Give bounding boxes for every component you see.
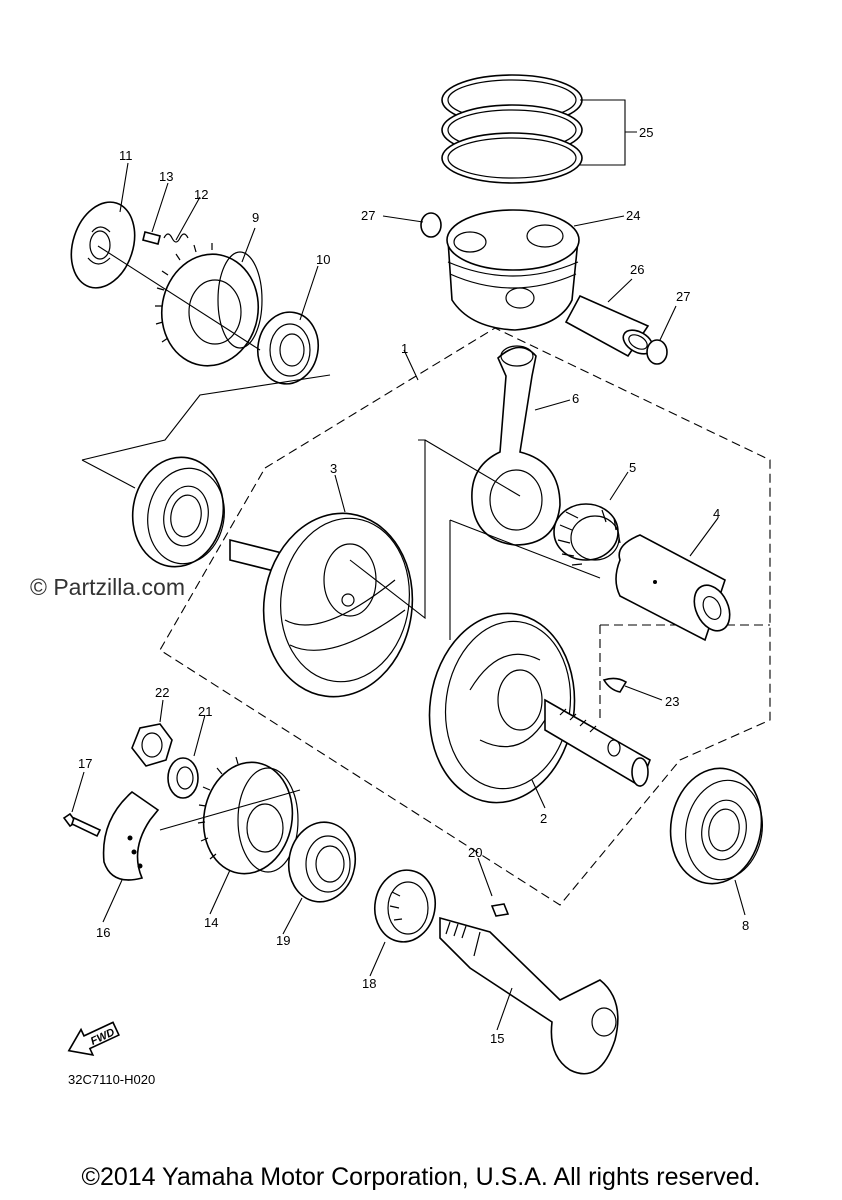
callout-14: 14 bbox=[204, 915, 218, 930]
callout-17: 17 bbox=[78, 756, 92, 771]
bolt bbox=[62, 812, 102, 838]
crank-flywheel-left bbox=[428, 612, 651, 804]
callout-15: 15 bbox=[490, 1031, 504, 1046]
balancer-key bbox=[490, 903, 510, 917]
watermark-text: © Partzilla.com bbox=[30, 574, 185, 600]
balancer-driven-gear bbox=[197, 756, 299, 875]
callout-19: 19 bbox=[276, 933, 290, 948]
callout-16: 16 bbox=[96, 925, 110, 940]
crank-bearing-right bbox=[131, 456, 225, 568]
crank-bearing-left bbox=[669, 767, 764, 885]
callout-12: 12 bbox=[194, 187, 208, 202]
callout-2: 2 bbox=[540, 811, 547, 826]
fwd-arrow-icon: FWD bbox=[67, 1021, 120, 1056]
callout-18: 18 bbox=[362, 976, 376, 991]
callout-25: 25 bbox=[639, 125, 653, 140]
callout-1: 1 bbox=[401, 341, 408, 356]
callout-21: 21 bbox=[198, 704, 212, 719]
callout-3: 3 bbox=[330, 461, 337, 476]
crank-pin bbox=[615, 534, 731, 642]
balancer-weight bbox=[102, 790, 160, 881]
fwd-label: FWD bbox=[89, 1026, 117, 1047]
callout-23: 23 bbox=[665, 694, 679, 709]
needle-bearing bbox=[553, 503, 621, 566]
piston-pin-clip-left bbox=[420, 212, 442, 238]
piston-rings bbox=[441, 74, 583, 184]
balancer-drive-gear bbox=[155, 243, 263, 367]
callout-11: 11 bbox=[119, 148, 133, 163]
balancer-pin bbox=[142, 231, 161, 245]
balancer-bearing bbox=[257, 311, 319, 385]
connecting-rod bbox=[471, 345, 561, 546]
woodruff-key bbox=[602, 677, 628, 693]
callout-27-right: 27 bbox=[676, 289, 690, 304]
balancer-bearing-19 bbox=[287, 821, 357, 903]
callout-5: 5 bbox=[629, 460, 636, 475]
balancer-shaft bbox=[439, 916, 619, 1075]
copyright-notice: ©2014 Yamaha Motor Corporation, U.S.A. A… bbox=[81, 1163, 761, 1191]
balancer-plate bbox=[70, 201, 136, 289]
lock-washer bbox=[167, 757, 199, 799]
callout-24: 24 bbox=[626, 208, 640, 223]
balancer-spring bbox=[163, 233, 189, 243]
leader-lines bbox=[71, 99, 746, 1031]
callout-13: 13 bbox=[159, 169, 173, 184]
callout-9: 9 bbox=[252, 210, 259, 225]
callout-6: 6 bbox=[572, 391, 579, 406]
callout-labels: 1 2 3 4 5 6 8 9 10 11 12 13 14 15 16 17 … bbox=[78, 125, 749, 1046]
callout-26: 26 bbox=[630, 262, 644, 277]
callout-27-left: 27 bbox=[361, 208, 375, 223]
callout-20: 20 bbox=[468, 845, 482, 860]
balancer-bearing-18 bbox=[374, 869, 436, 943]
diagram-code: 32C7110-H020 bbox=[68, 1072, 156, 1087]
callout-10: 10 bbox=[316, 252, 330, 267]
callout-4: 4 bbox=[713, 506, 720, 521]
piston-pin bbox=[564, 294, 654, 358]
piston-pin-clip-right bbox=[646, 339, 668, 365]
callout-8: 8 bbox=[742, 918, 749, 933]
callout-22: 22 bbox=[155, 685, 169, 700]
crank-flywheel-right bbox=[229, 512, 414, 698]
nut bbox=[131, 723, 173, 767]
piston bbox=[446, 209, 580, 331]
